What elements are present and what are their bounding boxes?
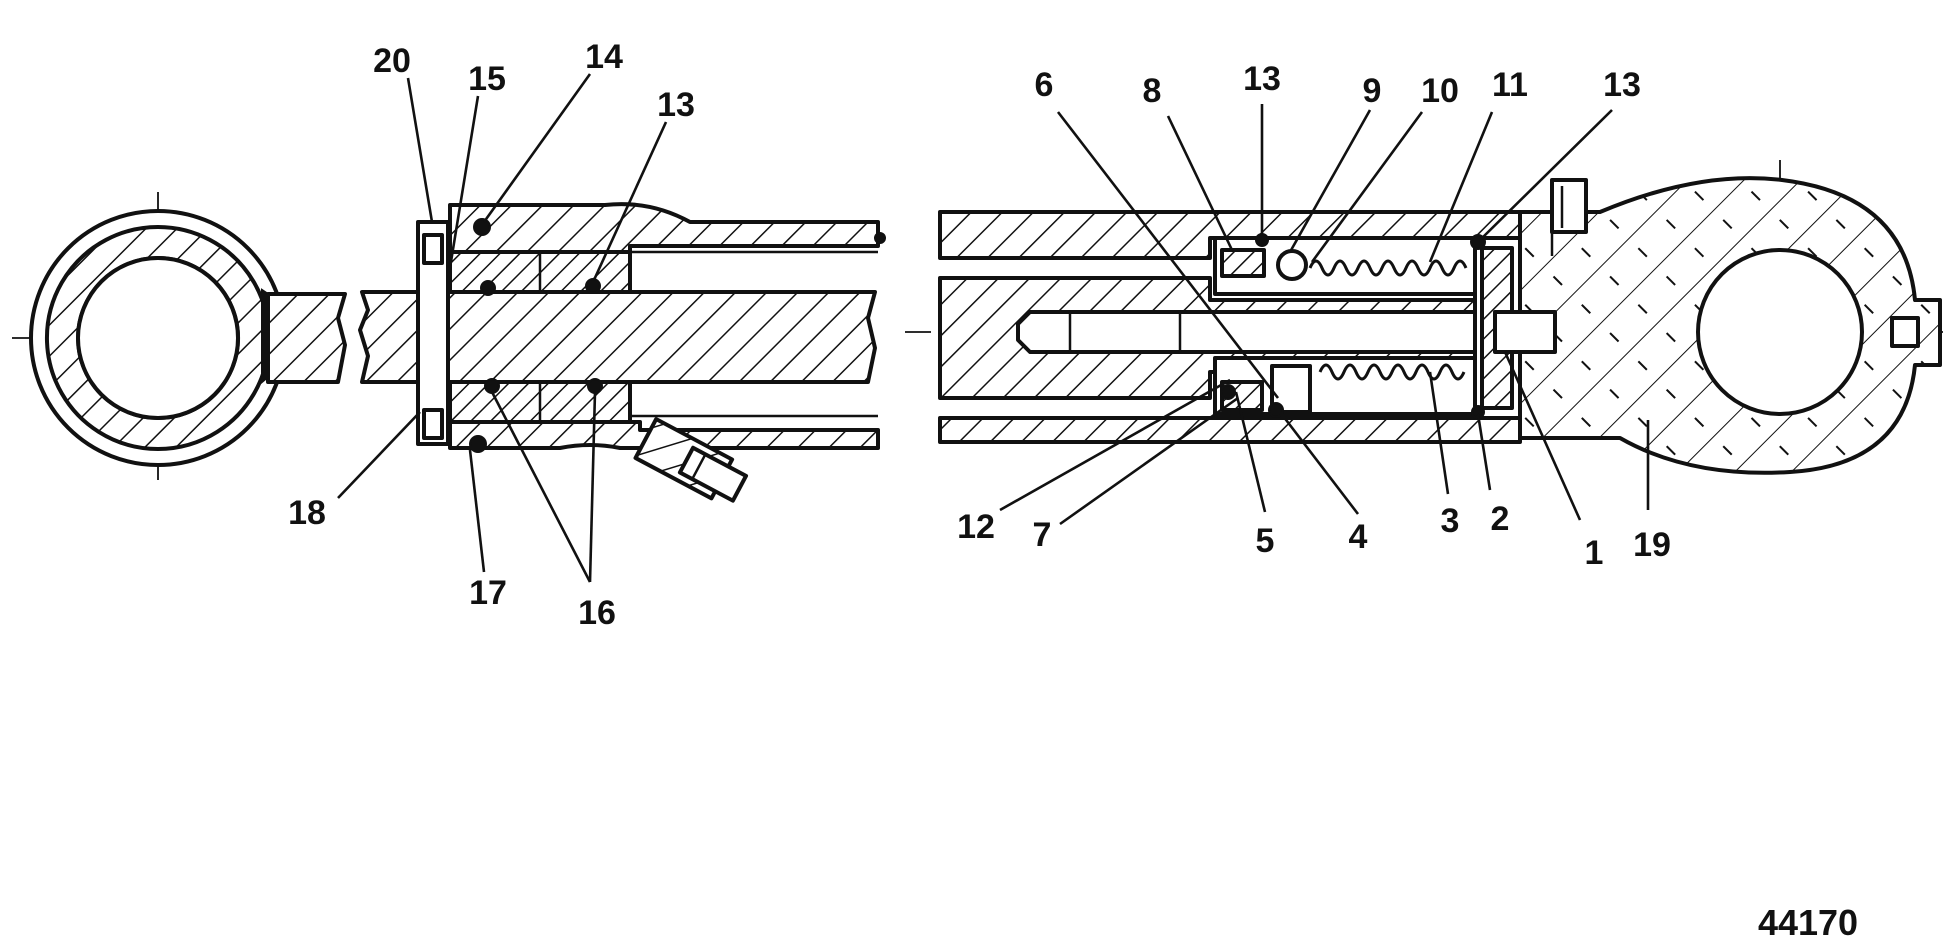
callout-11: 11 — [1492, 66, 1528, 104]
callout-15: 14 — [585, 38, 623, 76]
right-cylinder-assembly — [905, 160, 1950, 475]
o-ring-18 — [469, 435, 487, 453]
o-ring-16 — [480, 280, 496, 296]
callout-4: 4 — [1349, 518, 1368, 556]
callout-5: 5 — [1256, 522, 1275, 560]
leader-11 — [1428, 111, 1494, 263]
leader-5 — [1234, 391, 1267, 513]
port-fitting-nut — [677, 445, 749, 503]
leader-17a — [490, 391, 592, 583]
leader-15 — [482, 73, 592, 223]
leader-lines — [337, 73, 1650, 583]
o-ring-13a — [1255, 233, 1269, 247]
hydraulic-port-fitting — [633, 417, 749, 503]
rod-eye-bore — [76, 256, 240, 420]
upper-relief-spring — [1308, 259, 1468, 277]
leader-7 — [1059, 396, 1239, 526]
leader-10 — [1310, 111, 1424, 263]
callout-13-upper-left: 13 — [1243, 60, 1281, 98]
lower-relief-spring — [1318, 363, 1466, 381]
left-rod-end-assembly — [12, 192, 886, 503]
port-fitting-thread — [691, 453, 707, 480]
figure-number: 44170 — [1758, 902, 1858, 937]
rod-stub — [266, 292, 347, 384]
callout-12: 12 — [957, 508, 995, 546]
valve-central-bore — [1016, 310, 1502, 354]
callout-6: 6 — [1035, 66, 1054, 104]
check-ball-9 — [1276, 249, 1308, 281]
leader-1 — [1503, 351, 1582, 521]
callout-13-upper-right: 13 — [1603, 66, 1641, 104]
o-ring-17a — [484, 378, 500, 394]
upper-valve-seat — [1220, 248, 1266, 278]
callout-21: 20 — [373, 42, 411, 80]
barrel-upper-wall — [938, 210, 1522, 260]
bleed-screw — [1550, 178, 1588, 234]
callout-19: 18 — [288, 494, 326, 532]
callout-14: 13 — [657, 86, 695, 124]
leader-9 — [1288, 109, 1372, 253]
o-ring-14 — [585, 278, 601, 294]
leader-16 — [446, 95, 480, 281]
wiper-lower — [422, 408, 444, 440]
callout-7: 7 — [1033, 516, 1052, 554]
tube-break-mark — [874, 232, 886, 244]
leader-8 — [1166, 115, 1234, 251]
base-eye-grease-fitting — [1890, 316, 1920, 348]
cylinder-tube-upper-wall — [448, 202, 880, 254]
leader-18 — [468, 449, 486, 573]
leader-19 — [337, 411, 421, 499]
barrel-lower-wall — [938, 416, 1522, 444]
leader-4 — [1278, 411, 1360, 515]
plug-stem — [1493, 310, 1557, 354]
callout-1: 1 — [1585, 534, 1604, 572]
callout-10: 10 — [1421, 72, 1459, 110]
base-eye-bore — [1696, 248, 1864, 416]
o-ring-5 — [1220, 384, 1236, 400]
callout-17: 16 — [578, 594, 616, 632]
leader-6 — [1056, 111, 1280, 399]
callout-labels: 20 15 14 13 18 17 16 6 8 13 9 10 11 13 1… — [288, 38, 1671, 632]
callout-16: 15 — [468, 60, 506, 98]
o-ring-15 — [473, 218, 491, 236]
leader-2 — [1476, 413, 1492, 491]
callout-8: 8 — [1143, 72, 1162, 110]
leader-14 — [592, 121, 668, 281]
lower-valve-cavity — [1213, 356, 1517, 416]
leader-12 — [999, 378, 1231, 512]
wiper-upper — [422, 233, 444, 265]
leader-13b — [1479, 109, 1613, 241]
o-ring-4 — [1268, 402, 1284, 418]
leader-21 — [406, 77, 434, 223]
leader-17b — [588, 391, 597, 583]
callout-20: 19 — [1633, 526, 1671, 564]
callout-3: 3 — [1441, 502, 1460, 540]
o-ring-17b — [587, 378, 603, 394]
callout-2: 2 — [1491, 500, 1510, 538]
callout-18: 17 — [469, 574, 507, 612]
callout-9: 9 — [1363, 72, 1382, 110]
leader-3 — [1428, 371, 1450, 495]
